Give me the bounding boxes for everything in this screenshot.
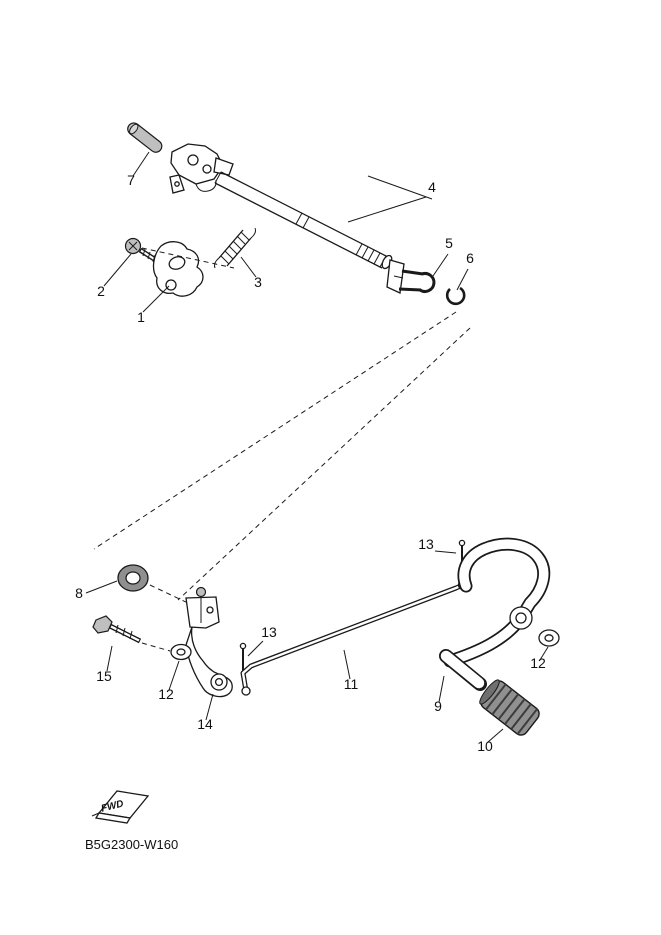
- assembly-axis-dash-long-1: [93, 311, 457, 550]
- part-4-shaft-body: [214, 171, 405, 294]
- part-9-shift-pedal: [439, 537, 551, 691]
- callout-15: 15: [96, 668, 112, 684]
- callout-5: 5: [445, 235, 453, 251]
- callout-14: 14: [197, 716, 213, 732]
- callout-11: 11: [344, 676, 359, 692]
- part-14-shift-arm: [185, 586, 233, 698]
- part-4-shaft-head: [169, 143, 234, 194]
- part-12-right-washer: [538, 629, 560, 647]
- callout-1: 1: [137, 309, 145, 325]
- callout-12-right: 12: [530, 655, 546, 671]
- callout-13-left: 13: [261, 624, 277, 640]
- drawing-part-code: B5G2300-W160: [85, 837, 178, 852]
- assembly-axis-dash-grommet: [149, 584, 191, 605]
- fwd-direction-marker: FWD: [91, 790, 150, 824]
- part-10-footpeg-rubber: [479, 679, 540, 736]
- part-7-pin: [127, 122, 163, 153]
- callout-6: 6: [466, 250, 474, 266]
- leader-lines: [85, 151, 549, 743]
- assembly-axis-dash-top: [141, 247, 235, 269]
- callout-13-right: 13: [418, 536, 434, 552]
- part-15-bolt: [92, 615, 142, 644]
- callout-4: 4: [428, 179, 436, 195]
- callout-10: 10: [477, 738, 493, 754]
- callout-3: 3: [254, 274, 262, 290]
- part-13-left-pin: [239, 642, 247, 673]
- part-13-right-pin: [458, 539, 466, 568]
- callout-12-left: 12: [158, 686, 174, 702]
- part-5-pawl-spring: [398, 269, 436, 293]
- callout-9: 9: [434, 698, 442, 714]
- part-1-stopper-plate: [152, 241, 204, 297]
- part-8-grommet: [117, 564, 149, 592]
- assembly-axis-dash-bolt: [141, 642, 171, 652]
- part-12-left-washer: [170, 643, 192, 661]
- part-6-circlip: [445, 286, 466, 306]
- callout-2: 2: [97, 283, 105, 299]
- callout-7: 7: [127, 172, 135, 188]
- callout-8: 8: [75, 585, 83, 601]
- part-3-spring: [214, 227, 256, 269]
- fwd-label: FWD: [100, 798, 125, 814]
- assembly-axis-dash-long-2: [177, 327, 471, 601]
